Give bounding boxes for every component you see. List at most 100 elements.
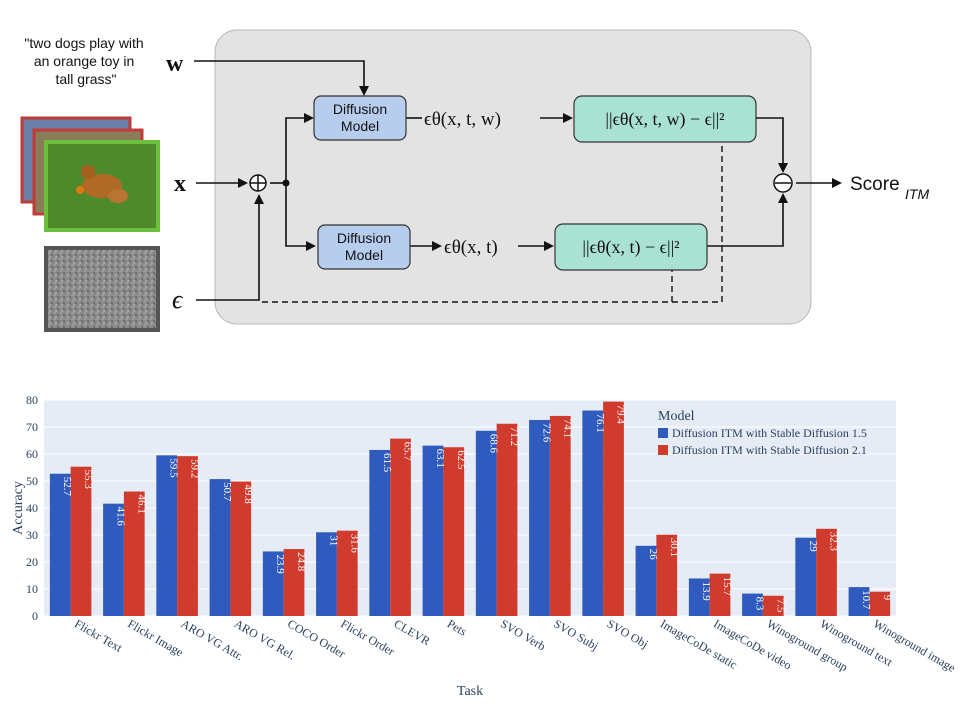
bar-value-label: 61.5 [381,453,393,473]
score-label: Score [850,174,900,195]
bar [816,528,837,616]
y-tick-label: 30 [26,528,38,542]
bar [230,481,252,616]
bar [742,593,763,616]
bar [688,578,710,616]
dog-image-icon [20,116,160,232]
bar-value-label: 29 [807,541,819,553]
bar-value-label: 59.2 [189,459,201,478]
y-tick-label: 10 [26,582,38,596]
y-tick-label: 50 [26,474,38,488]
bar-value-label: 26 [647,549,659,561]
bar [443,447,465,616]
bar [582,410,604,616]
legend-swatch-sd15 [658,428,668,438]
bar-value-label: 41.6 [114,507,126,527]
bar-value-label: 50.7 [221,482,233,502]
bar-value-label: 68.6 [487,434,499,454]
bar-value-label: 65.7 [402,442,414,462]
bar [70,466,92,616]
loss-box-conditional: ||ϵθ(x, t, w) − ϵ||² [573,95,757,143]
bar-value-label: 49.8 [242,485,254,505]
bar-value-label: 13.9 [700,581,712,601]
bar-value-label: 72.6 [540,423,552,443]
legend: Model Diffusion ITM with Stable Diffusio… [658,409,867,457]
caption-text: "two dogs play with an orange toy in tal… [24,35,147,87]
bar-value-label: 62.5 [455,450,467,470]
svg-text:Diffusion: Diffusion [333,101,387,117]
bar [262,551,284,616]
bar-value-label: 63.1 [434,449,446,468]
x-tick-label: Flickr Text [72,616,125,655]
y-tick-label: 40 [26,501,38,515]
bar [529,419,550,616]
svg-text:Diffusion: Diffusion [337,230,391,246]
minus-circle-icon [773,173,793,193]
bar-value-label: 71.2 [508,427,520,446]
diffusion-model-box-unconditional: Diffusion Model [317,224,411,270]
bar [422,445,444,616]
diffusion-model-box-conditional: Diffusion Model [313,95,407,141]
bar [49,473,71,616]
x-symbol: x [174,171,186,197]
noise-image-icon [44,246,160,332]
eps-symbol: ϵ [172,285,184,314]
plus-circle-icon [249,174,267,192]
svg-text:Model: Model [345,247,383,263]
bar [709,573,731,616]
score-subscript: ITM [905,186,929,202]
bar-value-label: 30.1 [668,538,680,557]
bar [795,537,817,616]
bar [869,591,891,616]
bar [549,415,571,616]
x-tick-label: SVO Obj [605,616,651,651]
eps-cond-label: ϵθ(x, t, w) [424,109,501,130]
svg-text:Model: Model [341,118,379,134]
eps-uncond-label: ϵθ(x, t) [444,237,498,258]
bar [603,401,624,616]
bar [283,549,305,616]
x-tick-label: SVO Subj [551,616,600,653]
bar-value-label: 31.6 [348,534,360,554]
bar [496,423,518,616]
bar-value-label: 15.7 [721,577,733,597]
bar [635,545,657,616]
bar-value-label: 79.4 [615,405,627,425]
bar [103,503,124,616]
y-tick-label: 0 [32,609,38,623]
bar-value-label: 76.1 [594,414,606,433]
y-tick-label: 80 [26,393,38,407]
bar-value-label: 31 [327,535,339,546]
bar-value-label: 8.3 [753,597,765,611]
x-tick-label: CLEVR [392,616,433,648]
bar [156,455,178,616]
bar-value-label: 74.1 [561,419,573,438]
bar-value-label: 55.3 [82,470,94,490]
bar-value-label: 46.1 [135,495,147,514]
svg-text:||ϵθ(x, t, w) − ϵ||²: ||ϵθ(x, t, w) − ϵ||² [605,109,724,130]
y-axis-title: Accuracy [11,481,26,535]
bar-value-label: 23.9 [274,554,286,574]
w-symbol: w [166,51,184,77]
legend-title: Model [658,409,695,424]
bar [762,595,784,616]
y-tick-label: 70 [26,420,38,434]
method-diagram: "two dogs play with an orange toy in tal… [20,29,929,332]
x-tick-label: Flickr Image [125,616,185,659]
x-tick-label: Flickr Order [338,616,397,658]
legend-label-sd15: Diffusion ITM with Stable Diffusion 1.5 [672,426,867,440]
bar [656,534,678,616]
bar-value-label: 59.5 [168,458,180,478]
bar-value-label: 10.7 [860,590,872,610]
x-tick-label: SVO Verb [498,616,548,653]
bar-value-label: 32.3 [828,532,840,552]
loss-box-unconditional: ||ϵθ(x, t) − ϵ||² [554,223,708,271]
x-axis-title: Task [457,684,483,699]
bar [390,438,411,616]
x-tick-label: Pets [445,616,470,638]
bar-value-label: 7.5 [774,599,786,613]
bar-value-label: 52.7 [61,477,73,497]
bar [336,530,358,616]
bar [475,430,497,616]
